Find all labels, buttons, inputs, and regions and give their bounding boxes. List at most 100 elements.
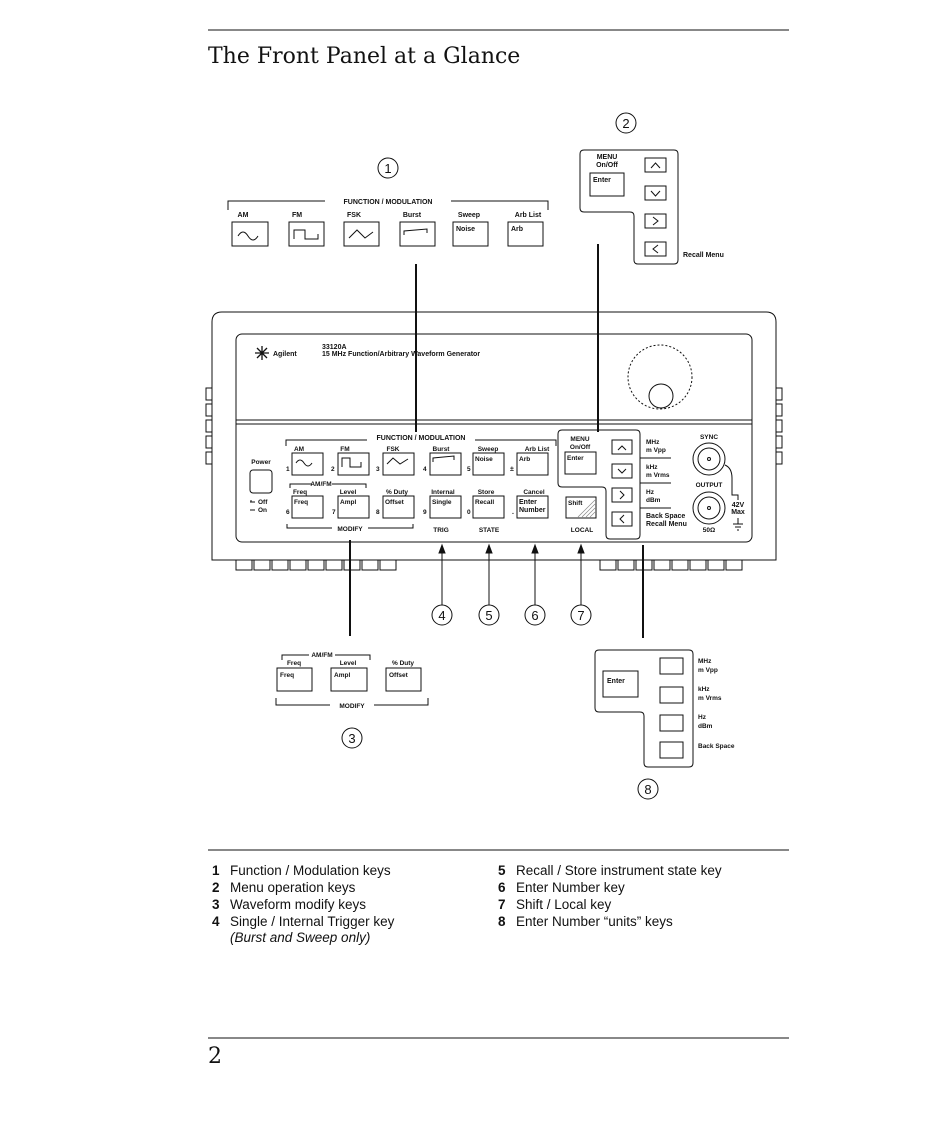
modify-label: MODIFY	[337, 526, 363, 533]
back-space-label: Back Space	[698, 743, 735, 750]
amfm-bracket	[289, 483, 367, 488]
up-arrow-key[interactable]	[644, 157, 667, 173]
single-key[interactable]	[429, 495, 462, 519]
impedance-label: 50Ω	[703, 527, 715, 534]
up-arrow-key[interactable]	[611, 439, 633, 455]
legend-number: 2	[212, 880, 220, 895]
legend-text: Enter Number “units” keys	[516, 914, 673, 929]
key-label-fm: FM	[292, 212, 302, 219]
digit-label: 9	[423, 509, 427, 516]
callout-circle	[341, 727, 363, 749]
callout-number: 7	[577, 608, 584, 623]
freq-key-label: Freq	[280, 672, 294, 679]
noise-key[interactable]	[452, 221, 489, 247]
ramp-key[interactable]	[429, 452, 462, 476]
right-arrow-key[interactable]	[644, 213, 667, 229]
key-label-am: AM	[238, 212, 249, 219]
left-arrow-key[interactable]	[644, 241, 667, 257]
digit-label: 5	[467, 466, 471, 473]
max-voltage-label: 42V	[732, 502, 745, 509]
enter-number-key[interactable]	[516, 495, 549, 519]
sine-key[interactable]	[291, 452, 324, 476]
back-space-label: Back Space	[646, 513, 685, 520]
chevron-left-icon	[619, 514, 625, 524]
callout-circle	[637, 778, 659, 800]
arb-key[interactable]	[516, 452, 549, 476]
front-bezel	[235, 333, 753, 543]
sync-connector[interactable]	[692, 442, 726, 476]
enter-key-label: Enter	[593, 177, 611, 184]
digit-label: 7	[332, 509, 336, 516]
decimal-label: .	[512, 509, 514, 516]
sine-key[interactable]	[231, 221, 269, 247]
fsk-label: FSK	[387, 446, 400, 453]
arb-key[interactable]	[507, 221, 544, 247]
sine-wave-icon	[295, 459, 313, 467]
right-arrow-key[interactable]	[611, 487, 633, 503]
modify-label: MODIFY	[339, 703, 365, 710]
output-connector[interactable]	[692, 491, 726, 525]
callout-number: 1	[384, 161, 391, 176]
ramp-key[interactable]	[399, 221, 436, 247]
amfm-label: AM/FM	[311, 652, 332, 659]
noise-key-label: Noise	[456, 226, 475, 233]
khz-label: kHz	[646, 464, 658, 471]
modify-bracket	[286, 524, 414, 529]
menu-panel-outline	[579, 149, 679, 265]
khz-key[interactable]	[659, 686, 684, 704]
trig-label: TRIG	[433, 527, 449, 534]
chevron-up-icon	[617, 445, 627, 451]
output-label: OUTPUT	[696, 482, 723, 489]
square-wave-icon	[293, 229, 319, 240]
back-space-key[interactable]	[659, 741, 684, 759]
triangle-wave-icon	[386, 457, 409, 465]
ampl-key[interactable]	[330, 667, 368, 692]
enter-key[interactable]	[564, 451, 597, 475]
dbm-label: dBm	[646, 497, 661, 504]
level-label: Level	[340, 489, 357, 496]
power-label: Power	[251, 459, 271, 466]
modify-bracket	[275, 698, 429, 706]
page-number: 2	[208, 1044, 222, 1069]
legend-number: 5	[498, 863, 506, 878]
digit-label: 0	[467, 509, 471, 516]
square-key[interactable]	[337, 452, 370, 476]
enter-key[interactable]	[602, 670, 639, 698]
legend-note: (Burst and Sweep only)	[230, 930, 370, 945]
recall-key[interactable]	[472, 495, 505, 519]
khz-label: kHz	[698, 686, 710, 693]
enter-key[interactable]	[589, 172, 625, 197]
freq-key[interactable]	[291, 495, 324, 519]
function-bracket	[285, 439, 557, 446]
offset-key[interactable]	[385, 667, 422, 692]
triangle-key[interactable]	[382, 452, 415, 476]
chevron-right-icon	[619, 490, 625, 500]
hz-key[interactable]	[659, 714, 684, 732]
shift-key[interactable]	[565, 496, 597, 519]
ampl-key[interactable]	[337, 495, 370, 519]
digit-label: 1	[286, 466, 290, 473]
offset-key[interactable]	[382, 495, 415, 519]
callout-2-menu-keys: 2 MENU On/Off Enter Recall Menu	[579, 112, 724, 265]
digit-label: 4	[423, 466, 427, 473]
instrument-front-panel: Agilent 33120A 15 MHz Function/Arbitrary…	[205, 311, 783, 571]
freq-key[interactable]	[276, 667, 313, 692]
rotary-knob[interactable]	[627, 344, 693, 410]
offset-key-label: Offset	[385, 499, 405, 506]
legend-number: 3	[212, 897, 220, 912]
hz-label: Hz	[646, 489, 655, 496]
down-arrow-key[interactable]	[611, 463, 633, 479]
callout-number: 2	[622, 116, 629, 131]
legend-number: 8	[498, 914, 506, 929]
power-button[interactable]	[249, 469, 273, 494]
duty-label: % Duty	[392, 660, 414, 667]
callout-circle-7	[570, 604, 592, 626]
onoff-label: On/Off	[570, 444, 591, 451]
freq-label: Freq	[287, 660, 301, 667]
amfm-label: AM/FM	[310, 481, 331, 488]
left-arrow-key[interactable]	[611, 511, 633, 527]
noise-key[interactable]	[472, 452, 505, 476]
down-arrow-key[interactable]	[644, 185, 667, 201]
mhz-key[interactable]	[659, 657, 684, 675]
